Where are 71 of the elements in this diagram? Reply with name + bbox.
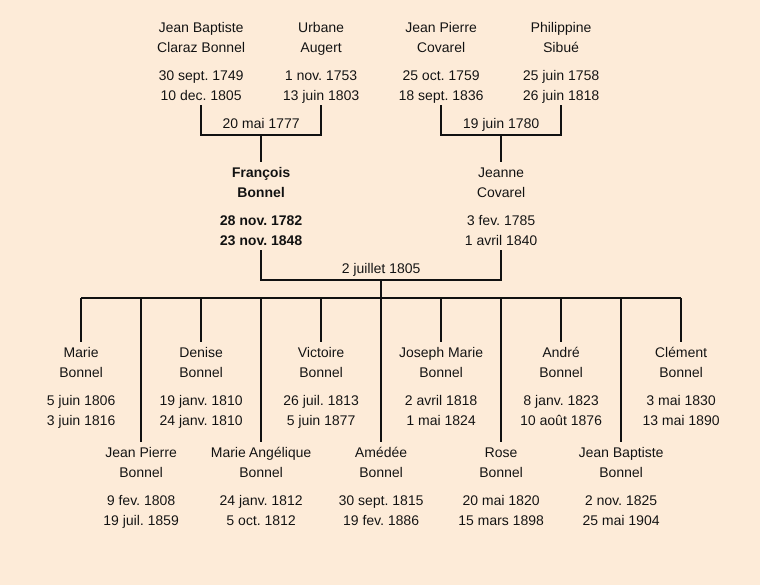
person-name: Philippine Sibué xyxy=(530,18,592,57)
birth-date: 30 sept. 1815 xyxy=(338,491,424,510)
birth-date: 28 nov. 1782 xyxy=(220,211,302,230)
birth-date: 2 nov. 1825 xyxy=(584,491,658,510)
person-name: Jean Baptiste Bonnel xyxy=(578,443,664,482)
death-date: 5 oct. 1812 xyxy=(226,511,296,530)
connector-line xyxy=(500,298,502,442)
death-date: 1 mai 1824 xyxy=(406,411,476,430)
person-name: Marie Angélique Bonnel xyxy=(210,443,312,482)
person-name: Marie Bonnel xyxy=(58,343,104,382)
connector-line xyxy=(80,279,682,299)
connector-line xyxy=(500,135,502,162)
connector-line xyxy=(380,298,382,442)
birth-date: 20 mai 1820 xyxy=(462,491,540,510)
death-date: 10 dec. 1805 xyxy=(160,86,242,105)
death-date: 15 mars 1898 xyxy=(458,511,544,530)
connector-line xyxy=(560,298,562,342)
death-date: 19 juil. 1859 xyxy=(103,511,179,530)
connector-line xyxy=(501,105,562,136)
person-name: Jeanne Covarel xyxy=(476,163,526,202)
person-name: Victoire Bonnel xyxy=(297,343,345,382)
person-name: Joseph Marie Bonnel xyxy=(398,343,484,382)
birth-date: 5 juin 1806 xyxy=(46,391,116,410)
person-name: Jean Pierre Covarel xyxy=(404,18,478,57)
person-name: Clément Bonnel xyxy=(654,343,708,382)
connector-line xyxy=(620,298,622,442)
connector-line xyxy=(200,298,202,342)
death-date: 1 avril 1840 xyxy=(464,231,538,250)
death-date: 23 nov. 1848 xyxy=(220,231,302,250)
birth-date: 8 janv. 1823 xyxy=(523,391,599,410)
birth-date: 3 mai 1830 xyxy=(646,391,716,410)
birth-date: 19 janv. 1810 xyxy=(159,391,243,410)
connector-line xyxy=(260,298,262,442)
death-date: 13 mai 1890 xyxy=(642,411,720,430)
connector-line xyxy=(680,298,682,342)
connector-line xyxy=(440,105,501,136)
person-name: Rose Bonnel xyxy=(478,443,524,482)
death-date: 13 juin 1803 xyxy=(282,86,360,105)
birth-date: 1 nov. 1753 xyxy=(284,66,358,85)
connector-line xyxy=(260,250,381,281)
person-name: Urbane Augert xyxy=(298,18,344,57)
connector-line xyxy=(260,135,262,162)
birth-date: 24 janv. 1812 xyxy=(219,491,303,510)
person-name: Amédée Bonnel xyxy=(354,443,408,482)
birth-date: 3 fev. 1785 xyxy=(466,211,536,230)
person-name: André Bonnel xyxy=(538,343,584,382)
death-date: 26 juin 1818 xyxy=(522,86,600,105)
death-date: 25 mai 1904 xyxy=(582,511,660,530)
birth-date: 26 juil. 1813 xyxy=(283,391,359,410)
birth-date: 25 juin 1758 xyxy=(522,66,600,85)
connector-line xyxy=(200,105,261,136)
birth-date: 25 oct. 1759 xyxy=(402,66,480,85)
birth-date: 2 avril 1818 xyxy=(404,391,478,410)
connector-line xyxy=(320,298,322,342)
person-name: Jean Pierre Bonnel xyxy=(104,443,178,482)
connector-line xyxy=(261,105,322,136)
person-name: François Bonnel xyxy=(231,163,291,202)
connector-line xyxy=(140,298,142,442)
death-date: 10 août 1876 xyxy=(520,411,602,430)
birth-date: 9 fev. 1808 xyxy=(106,491,176,510)
connector-line xyxy=(381,250,502,281)
birth-date: 30 sept. 1749 xyxy=(158,66,244,85)
connector-line xyxy=(440,298,442,342)
person-name: Jean Baptiste Claraz Bonnel xyxy=(156,18,246,57)
death-date: 19 fev. 1886 xyxy=(342,511,419,530)
death-date: 24 janv. 1810 xyxy=(159,411,243,430)
death-date: 3 juin 1816 xyxy=(46,411,116,430)
death-date: 18 sept. 1836 xyxy=(398,86,484,105)
death-date: 5 juin 1877 xyxy=(286,411,356,430)
person-name: Denise Bonnel xyxy=(178,343,224,382)
connector-line xyxy=(80,298,82,342)
